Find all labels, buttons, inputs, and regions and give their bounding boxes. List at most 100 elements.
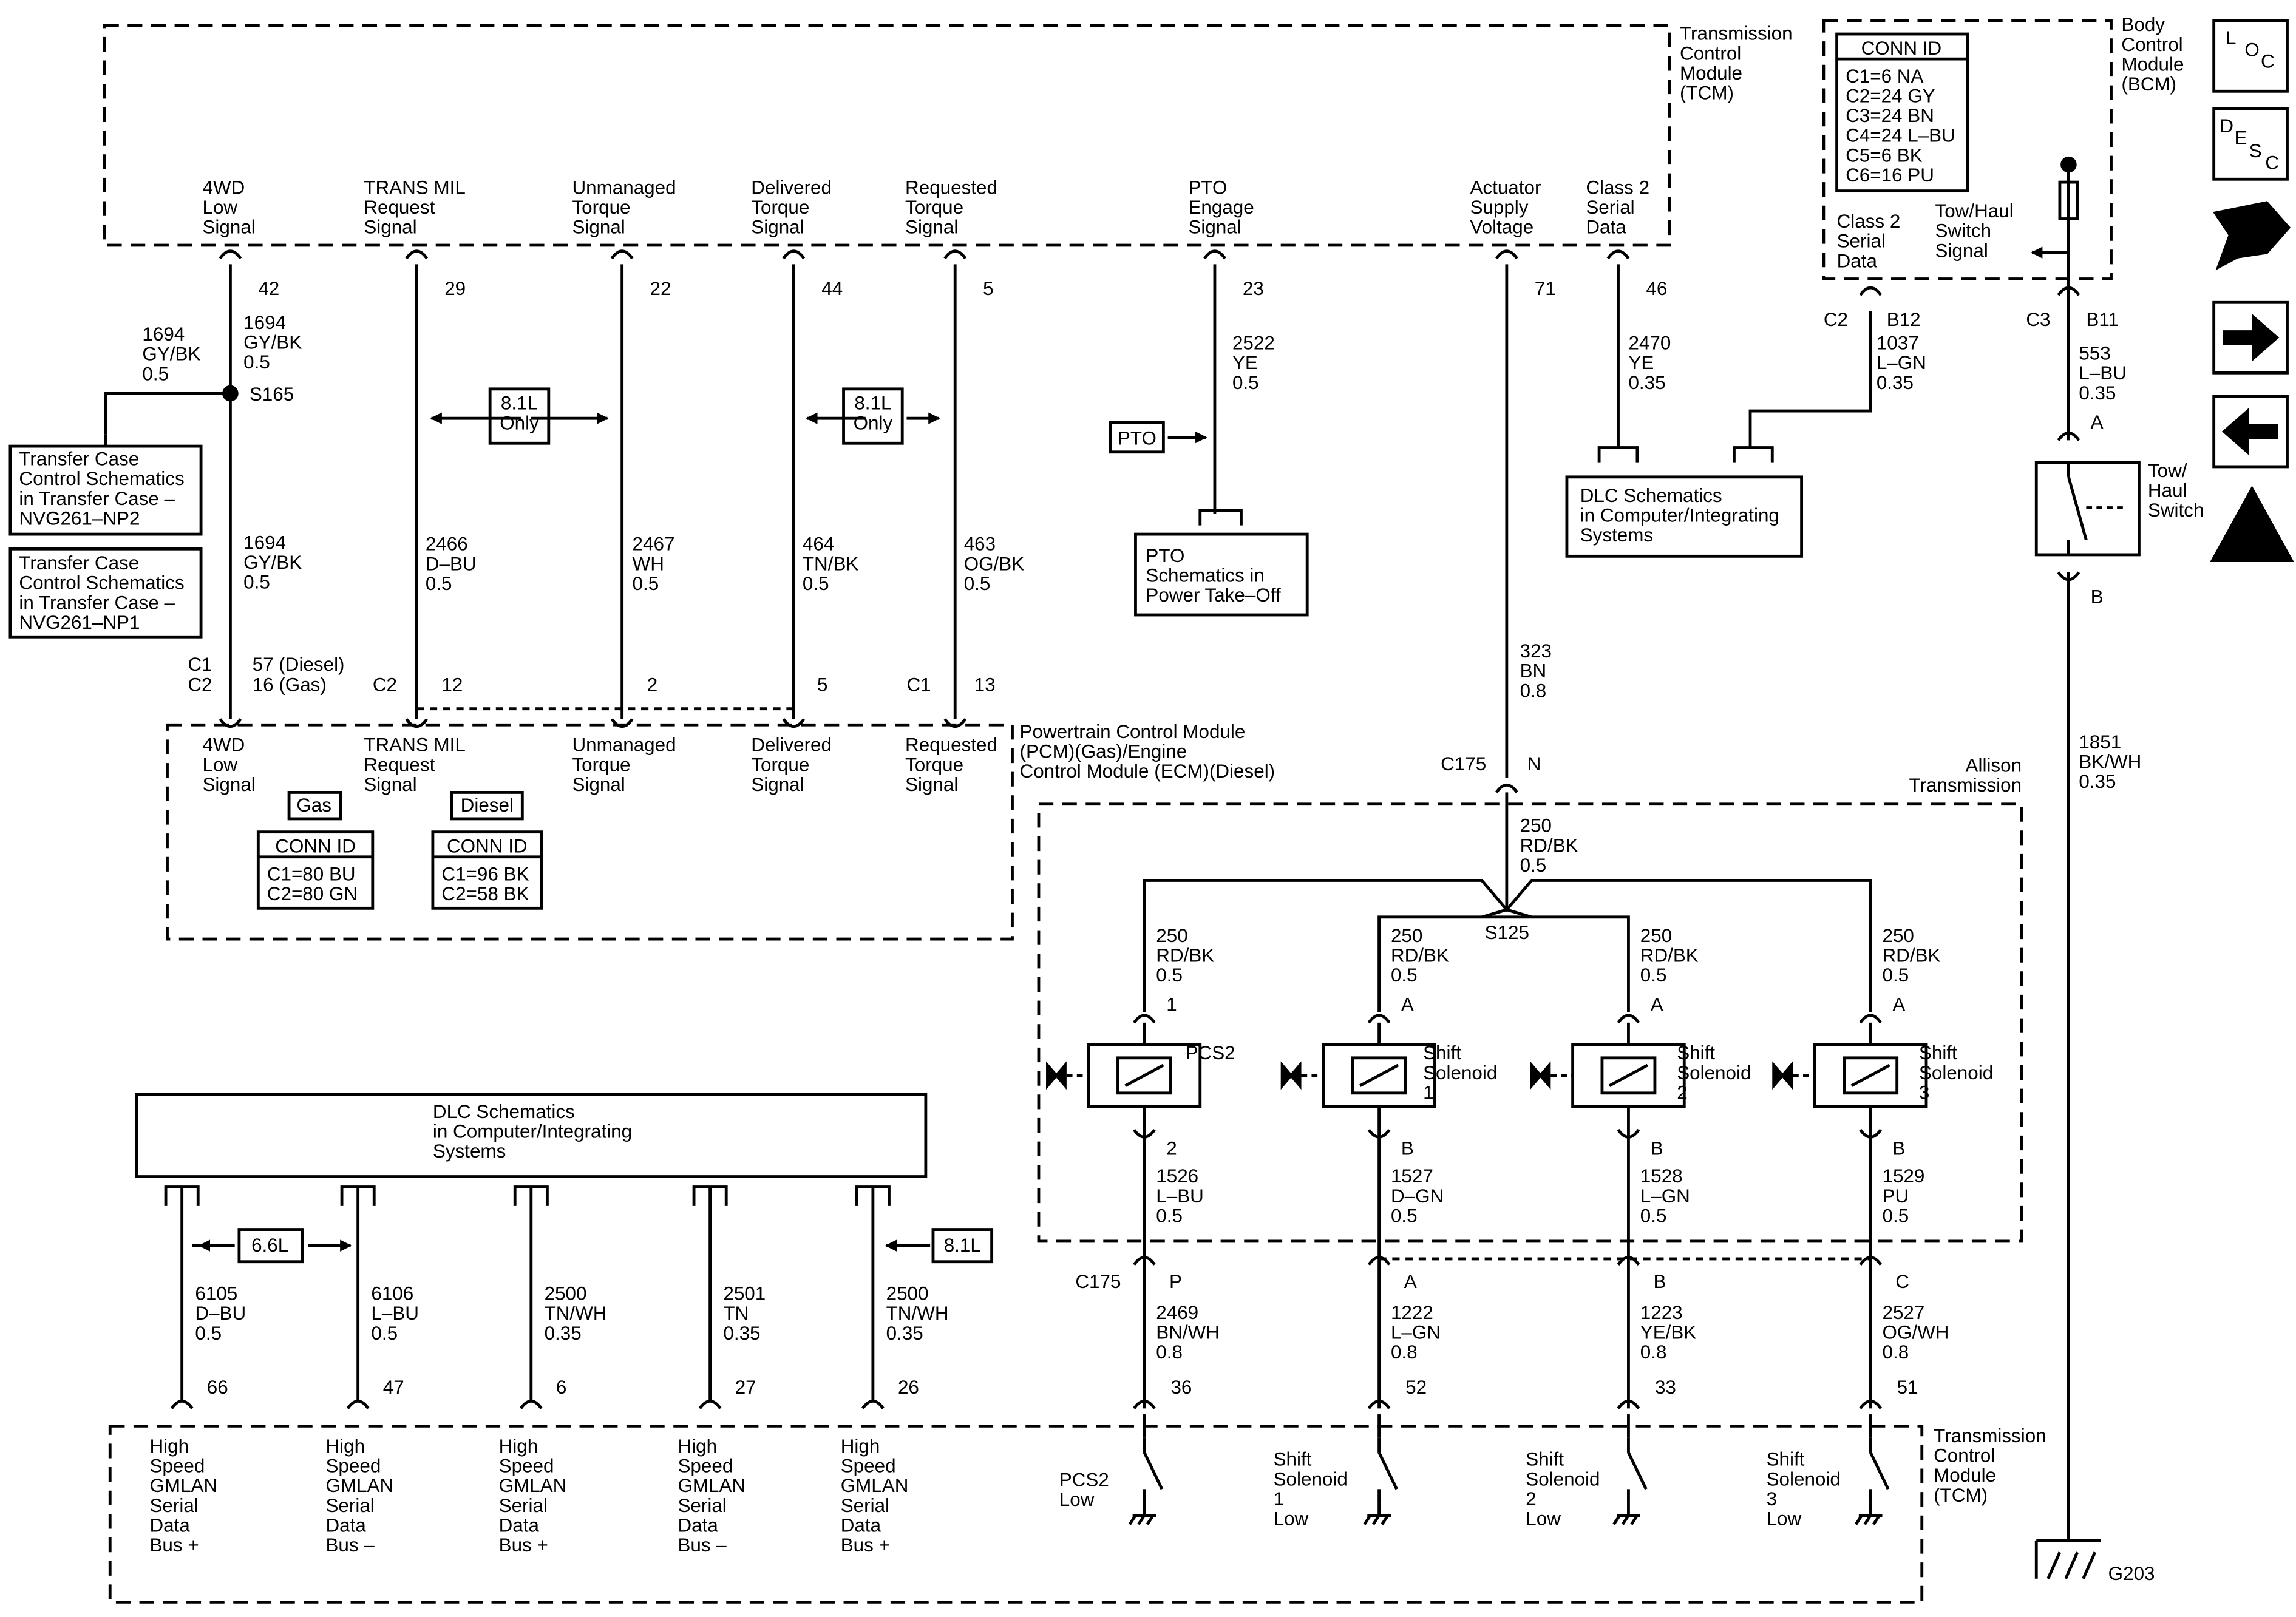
pcm-c-label-line: C1 [188, 654, 212, 675]
tag-81 [931, 1228, 994, 1264]
gmlan-label-line: Data [678, 1514, 718, 1536]
pcm-pin-label-line: Request [364, 754, 435, 775]
pcm-pin-number-line: 2 [647, 674, 657, 696]
tcm-pin-number-line: 46 [1646, 278, 1667, 299]
tcm-pin-label-line: Signal [905, 217, 958, 238]
tcm-low-label-line: Solenoid [1526, 1468, 1600, 1490]
solenoid-supply-label-line: 250 [1640, 925, 1672, 946]
tcm-low-pin: 33 [1655, 1377, 1676, 1398]
tcm-pin-label-line: Torque [905, 197, 963, 218]
wire-1694-top-line: GY/BK [243, 331, 302, 353]
gmlan-wire-label-line: L–BU [371, 1303, 419, 1324]
solenoid-supply-label-line: RD/BK [1391, 945, 1449, 966]
solenoid-return-label-line: 0.5 [1156, 1205, 1183, 1226]
desc-icon-S-line: S [2249, 140, 2262, 161]
loc-icon-O-line: O [2244, 39, 2259, 60]
tcm-bottom-title-line: Transmission [1934, 1425, 2046, 1446]
dlc-box-text-line: in Computer/Integrating [1580, 505, 1779, 526]
arrow-left-icon [2221, 407, 2279, 456]
gmlan-label-line: Speed [841, 1456, 896, 1477]
wire-2467-label-line: 0.5 [633, 573, 659, 594]
wire-250-trunk-label-line: 0.5 [1520, 855, 1547, 876]
gmlan-wire-label-line: 2501 [723, 1283, 766, 1304]
tcm-pin-number-line: 29 [444, 278, 466, 299]
pcm-c-label: C1 [188, 654, 212, 675]
solenoid-name-line: 1 [1423, 1082, 1433, 1103]
connector-terminal [1617, 1256, 1640, 1266]
solenoid-supply-label-line: RD/BK [1640, 945, 1699, 966]
solenoid-pin-bottom-line: 2 [1166, 1137, 1177, 1159]
gmlan-label-line: GMLAN [841, 1475, 909, 1496]
tcm-low-pin-line: 36 [1170, 1377, 1192, 1398]
gmlan-pin-line: 47 [383, 1377, 404, 1398]
towhaul-switch-label-line: Tow/ [2148, 460, 2187, 481]
pcm-pin-number-line: 5 [817, 674, 827, 696]
wire-250-trunk-label-line: RD/BK [1520, 835, 1578, 856]
desc-icon [2212, 107, 2289, 181]
tcm-top-title-line: (TCM) [1680, 83, 1734, 104]
bcm-conn-header-line: CONN ID [1861, 38, 1942, 59]
solenoid-supply-label-line: 0.5 [1640, 964, 1667, 986]
gmlan-label-line: Serial [841, 1495, 889, 1516]
c175-pin-label-line: B [1654, 1271, 1666, 1292]
connector-terminal [346, 1399, 370, 1409]
transfer-case-box-2 [8, 547, 203, 639]
transfer-box-1-text-line: Transfer Case [19, 449, 139, 470]
splice-s125-line: S125 [1485, 922, 1529, 943]
tcm-bottom-title-line: Module [1934, 1465, 1996, 1486]
bcm-c3-label-line: C3 [2026, 309, 2050, 330]
only-81-text-line: Only [854, 412, 893, 433]
wire-463-label-line: 0.5 [964, 573, 991, 594]
gmlan-wire-label-line: 6105 [195, 1283, 237, 1304]
pcm-pin-label-line: Torque [751, 754, 809, 775]
tcm-low-label-line: Solenoid [1274, 1468, 1348, 1490]
tcm-return-label-line: OG/WH [1883, 1322, 1949, 1343]
solenoid-return-label-line: 0.5 [1640, 1205, 1667, 1226]
bcm-b11-label-line: B11 [2086, 309, 2119, 330]
ground-g203-label-line: G203 [2108, 1563, 2155, 1584]
tcm-bottom-title-line: (TCM) [1934, 1485, 1988, 1506]
switch-blade [1377, 1451, 1398, 1490]
wire-to-transfer [104, 392, 231, 435]
tcm-return-label-line: 1222 [1391, 1302, 1433, 1323]
gas-conn-header-line: CONN ID [275, 835, 356, 856]
pcm-c-label-line: C2 [373, 674, 397, 696]
pto-box-text-line: Schematics in [1146, 565, 1264, 586]
tcm-low-label-line: Shift [1526, 1449, 1564, 1470]
next-icon [2212, 300, 2289, 375]
towhaul-pin-b-line: B [2091, 586, 2104, 608]
dlc-bottom-text-line: Systems [433, 1141, 506, 1162]
wire-250-bus-inner [1377, 915, 1630, 1012]
ground-hatch [1872, 1514, 1881, 1525]
gmlan-label-line: Speed [325, 1456, 381, 1477]
gmlan-label-line: High [678, 1436, 717, 1457]
pto-box-text-line: Power Take–Off [1146, 585, 1281, 606]
tcm-bottom-title-line: Control [1934, 1445, 1995, 1466]
solenoid-coil [1351, 1056, 1407, 1095]
solenoid-return-label-line: 0.5 [1391, 1205, 1418, 1226]
wire-2470-label-line: YE [1628, 352, 1654, 373]
solenoid-name-line: Solenoid [1677, 1062, 1751, 1083]
connector-terminal [698, 1399, 722, 1409]
tcm-return-label-line: YE/BK [1640, 1322, 1697, 1343]
connector-terminal [782, 249, 806, 260]
solenoid-return-label-line: 1528 [1640, 1165, 1683, 1187]
wire-1851-label-line: 1851 [2079, 731, 2121, 753]
only-81-box-2 [842, 387, 904, 445]
tcm-pin-label-line: Unmanaged [572, 177, 676, 198]
solenoid-return-label-line: PU [1883, 1185, 1909, 1207]
connector-terminal [2057, 431, 2080, 441]
ground-hatch [1146, 1514, 1155, 1525]
diesel-tag [450, 791, 524, 821]
allison-title-line: Transmission [1909, 775, 2022, 796]
